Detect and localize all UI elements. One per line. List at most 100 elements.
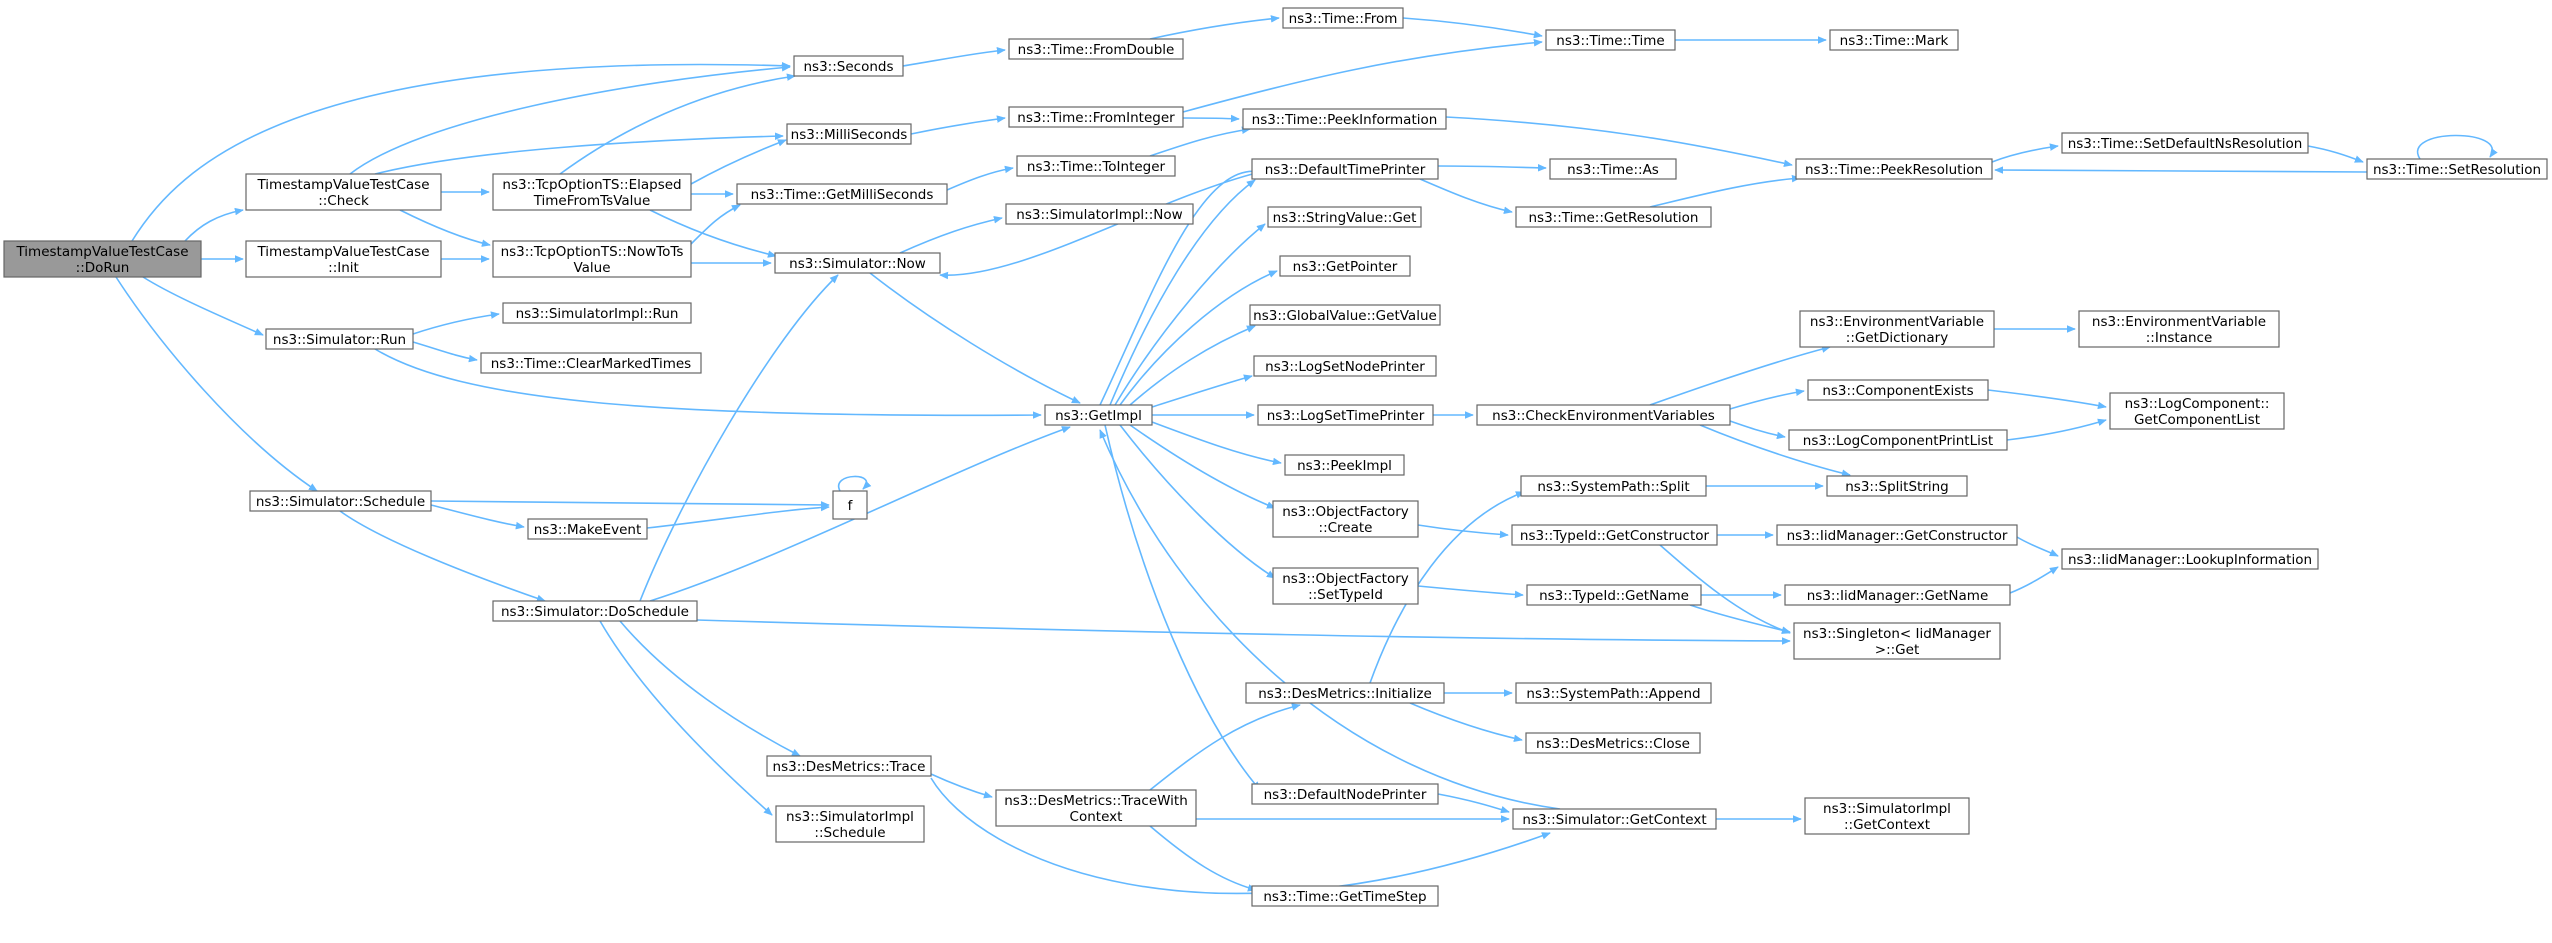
node-seconds[interactable]: ns3::Seconds: [793, 55, 904, 77]
node-label: ::Check: [318, 193, 369, 209]
node-getimpl[interactable]: ns3::GetImpl: [1044, 404, 1153, 426]
node-doschedule[interactable]: ns3::Simulator::DoSchedule: [492, 600, 698, 622]
node-dorun[interactable]: TimestampValueTestCase::DoRun: [3, 240, 202, 278]
node-box: [1249, 304, 1441, 326]
node-box: [1008, 106, 1184, 128]
node-typeid-getname[interactable]: ns3::TypeId::GetName: [1526, 584, 1702, 606]
node-env-getdict[interactable]: ns3::EnvironmentVariable::GetDictionary: [1799, 310, 1995, 348]
node-logtimeprinter[interactable]: ns3::LogSetTimePrinter: [1257, 404, 1434, 426]
edge-getimpl-to-of-create: [1129, 424, 1276, 509]
node-check[interactable]: TimestampValueTestCase::Check: [245, 173, 442, 211]
edge-check-to-nowtots: [399, 209, 491, 247]
node-compexists[interactable]: ns3::ComponentExists: [1807, 379, 1989, 401]
node-box: [2109, 392, 2285, 430]
node-box: [1545, 29, 1676, 51]
node-init[interactable]: TimestampValueTestCase::Init: [245, 240, 442, 278]
edge-of-create-to-typeid-getctor: [1417, 524, 1509, 539]
node-iid-lookup[interactable]: ns3::IidManager::LookupInformation: [2061, 548, 2319, 570]
node-peekimpl[interactable]: ns3::PeekImpl: [1284, 454, 1405, 476]
node-typeid-getctor[interactable]: ns3::TypeId::GetConstructor: [1511, 524, 1718, 546]
node-label: >::Get: [1875, 642, 1919, 658]
node-box: [1284, 454, 1405, 476]
node-simimpl-run[interactable]: ns3::SimulatorImpl::Run: [502, 302, 692, 324]
node-des-close[interactable]: ns3::DesMetrics::Close: [1525, 732, 1701, 754]
node-peekresolution[interactable]: ns3::Time::PeekResolution: [1795, 158, 1993, 180]
node-tointeger[interactable]: ns3::Time::ToInteger: [1016, 155, 1176, 177]
edge-sim-run-to-clearmarked: [412, 341, 478, 363]
edge-getimpl-to-deftimeprinter: [1109, 179, 1256, 406]
node-iid-getname[interactable]: ns3::IidManager::GetName: [1784, 584, 2011, 606]
node-label: ns3::Time::PeekResolution: [1805, 162, 1983, 178]
node-label: ns3::EnvironmentVariable: [1810, 314, 1984, 330]
node-milliseconds[interactable]: ns3::MilliSeconds: [786, 123, 912, 145]
node-time-mark[interactable]: ns3::Time::Mark: [1829, 29, 1959, 51]
node-time-from[interactable]: ns3::Time::From: [1282, 7, 1404, 29]
node-setresolution[interactable]: ns3::Time::SetResolution: [2366, 158, 2548, 180]
node-env-instance[interactable]: ns3::EnvironmentVariable::Instance: [2078, 310, 2280, 348]
node-time-time[interactable]: ns3::Time::Time: [1545, 29, 1676, 51]
node-des-init[interactable]: ns3::DesMetrics::Initialize: [1245, 682, 1445, 704]
node-syspath-split[interactable]: ns3::SystemPath::Split: [1520, 475, 1707, 497]
node-box: [1520, 475, 1707, 497]
node-lognodeprinter[interactable]: ns3::LogSetNodePrinter: [1253, 355, 1437, 377]
node-gettimestep[interactable]: ns3::Time::GetTimeStep: [1251, 885, 1439, 907]
node-label: ::GetDictionary: [1846, 330, 1948, 346]
node-box: [527, 518, 648, 540]
node-label: Value: [573, 260, 610, 276]
node-fromdouble[interactable]: ns3::Time::FromDouble: [1008, 38, 1184, 60]
node-simimpl-schedule[interactable]: ns3::SimulatorImpl::Schedule: [775, 805, 925, 843]
node-box: [502, 302, 692, 324]
node-sim-getcontext[interactable]: ns3::Simulator::GetContext: [1512, 808, 1717, 830]
node-of-settypeid[interactable]: ns3::ObjectFactory::SetTypeId: [1272, 567, 1419, 605]
node-label: ns3::Time::PeekInformation: [1252, 112, 1438, 128]
node-label: ns3::Time::As: [1567, 162, 1659, 178]
node-label: ::Init: [328, 260, 359, 276]
node-sim-schedule[interactable]: ns3::Simulator::Schedule: [249, 490, 432, 512]
node-iid-getctor[interactable]: ns3::IidManager::GetConstructor: [1776, 524, 2018, 546]
node-singleton-get[interactable]: ns3::Singleton< IidManager >::Get: [1793, 622, 2001, 660]
node-sim-run[interactable]: ns3::Simulator::Run: [265, 328, 414, 350]
node-getms[interactable]: ns3::Time::GetMilliSeconds: [736, 183, 948, 205]
node-simimpl-now[interactable]: ns3::SimulatorImpl::Now: [1005, 203, 1194, 225]
node-checkenv[interactable]: ns3::CheckEnvironmentVariables: [1476, 404, 1731, 426]
edge-tracewithcontext-to-gettimestep: [1149, 825, 1257, 892]
node-deftimeprinter[interactable]: ns3::DefaultTimePrinter: [1251, 158, 1439, 180]
edge-checkenv-to-env-getdict: [1649, 345, 1831, 406]
node-setdefaultns[interactable]: ns3::Time::SetDefaultNsResolution: [2061, 132, 2309, 154]
edge-fromdouble-to-time-from: [1149, 15, 1280, 40]
node-simimpl-getcontext[interactable]: ns3::SimulatorImpl::GetContext: [1804, 797, 1970, 835]
node-label: ::Schedule: [814, 825, 885, 841]
node-splitstring[interactable]: ns3::SplitString: [1826, 475, 1968, 497]
node-des-trace[interactable]: ns3::DesMetrics::Trace: [766, 755, 932, 777]
edge-iid-getctor-to-iid-lookup: [2016, 536, 2059, 557]
node-peekinfo[interactable]: ns3::Time::PeekInformation: [1242, 108, 1447, 130]
node-label: ns3::Time::Time: [1556, 33, 1664, 49]
node-sim-now[interactable]: ns3::Simulator::Now: [774, 252, 941, 274]
node-logcompprint[interactable]: ns3::LogComponentPrintList: [1788, 429, 2008, 451]
node-defnodeprinter[interactable]: ns3::DefaultNodePrinter: [1251, 783, 1439, 805]
node-label: ns3::SystemPath::Append: [1526, 686, 1700, 702]
node-stringvalue-get[interactable]: ns3::StringValue::Get: [1267, 206, 1422, 228]
node-box: [1829, 29, 1959, 51]
node-logcomp-getlist[interactable]: ns3::LogComponent::GetComponentList: [2109, 392, 2285, 430]
node-box: [1005, 203, 1194, 225]
node-label: ns3::GetImpl: [1055, 408, 1142, 424]
node-getresolution[interactable]: ns3::Time::GetResolution: [1515, 206, 1712, 228]
node-label: ::Instance: [2146, 330, 2213, 346]
node-makeevent[interactable]: ns3::MakeEvent: [527, 518, 648, 540]
node-getpointer[interactable]: ns3::GetPointer: [1279, 255, 1411, 277]
edge-sim-run-to-getimpl: [374, 348, 1042, 419]
node-clearmarked[interactable]: ns3::Time::ClearMarkedTimes: [480, 352, 702, 374]
edge-sim-getcontext-to-getimpl: [1099, 429, 1561, 810]
node-time-as[interactable]: ns3::Time::As: [1549, 158, 1677, 180]
node-f[interactable]: f: [832, 490, 868, 520]
node-syspath-append[interactable]: ns3::SystemPath::Append: [1515, 682, 1712, 704]
edge-des-trace-to-sim-getcontext: [930, 777, 1551, 895]
node-frominteger[interactable]: ns3::Time::FromInteger: [1008, 106, 1184, 128]
node-globalvalue[interactable]: ns3::GlobalValue::GetValue: [1249, 304, 1441, 326]
node-of-create[interactable]: ns3::ObjectFactory::Create: [1272, 500, 1419, 538]
node-label: ns3::DesMetrics::Initialize: [1258, 686, 1432, 702]
